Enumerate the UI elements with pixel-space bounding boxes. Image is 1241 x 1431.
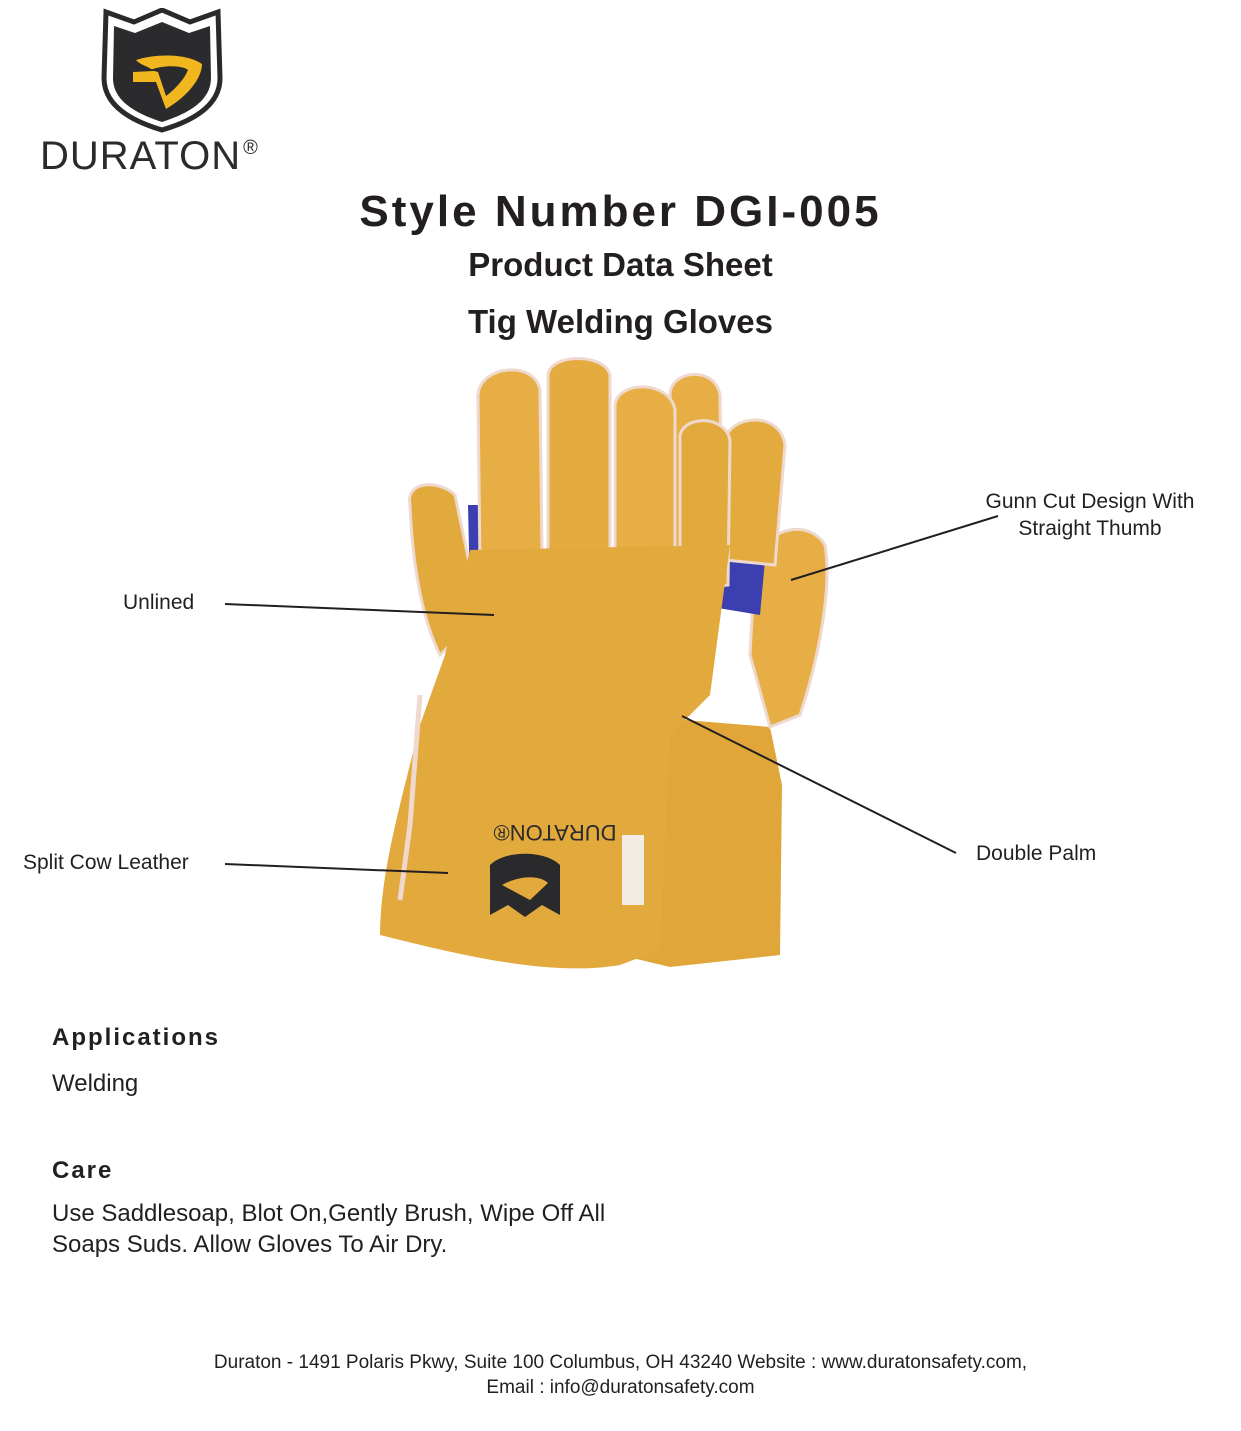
brand-name: DURATON [40,134,242,178]
footer-email: Email : info@duratonsafety.com [486,1377,755,1398]
care-body: Use Saddlesoap, Blot On,Gently Brush, Wi… [52,1198,672,1260]
care-heading: Care [52,1157,114,1184]
callout-gunn-cut-line2: Straight Thumb [1018,517,1162,540]
registered-mark: ® [243,137,259,159]
glove-brand-print: DURATON® [494,820,617,845]
care-body-line1: Use Saddlesoap, Blot On,Gently Brush, Wi… [52,1200,606,1227]
callout-gunn-cut: Gunn Cut Design With Straight Thumb [966,488,1214,542]
doc-type-subtitle: Product Data Sheet [468,246,773,283]
glove-photo: DURATON® [380,357,829,969]
style-number-title: Style Number DGI-005 [359,187,882,236]
care-body-line2: Soaps Suds. Allow Gloves To Air Dry. [52,1231,448,1258]
brand-logo: DURATON® [38,8,300,176]
callout-split-cow-leather: Split Cow Leather [23,851,189,874]
shield-logo-icon [101,8,223,133]
brand-wordmark: DURATON® [40,136,259,176]
footer-address-website: Duraton - 1491 Polaris Pkwy, Suite 100 C… [213,1352,1028,1373]
svg-text:DURATON®: DURATON® [494,820,617,845]
product-name-subtitle: Tig Welding Gloves [468,303,773,340]
footer-contact: Duraton - 1491 Polaris Pkwy, Suite 100 C… [0,1350,1241,1400]
applications-body: Welding [52,1070,139,1097]
callout-unlined: Unlined [123,591,195,614]
callout-gunn-cut-line1: Gunn Cut Design With [985,490,1195,513]
callout-double-palm: Double Palm [976,842,1097,865]
applications-heading: Applications [52,1024,221,1051]
